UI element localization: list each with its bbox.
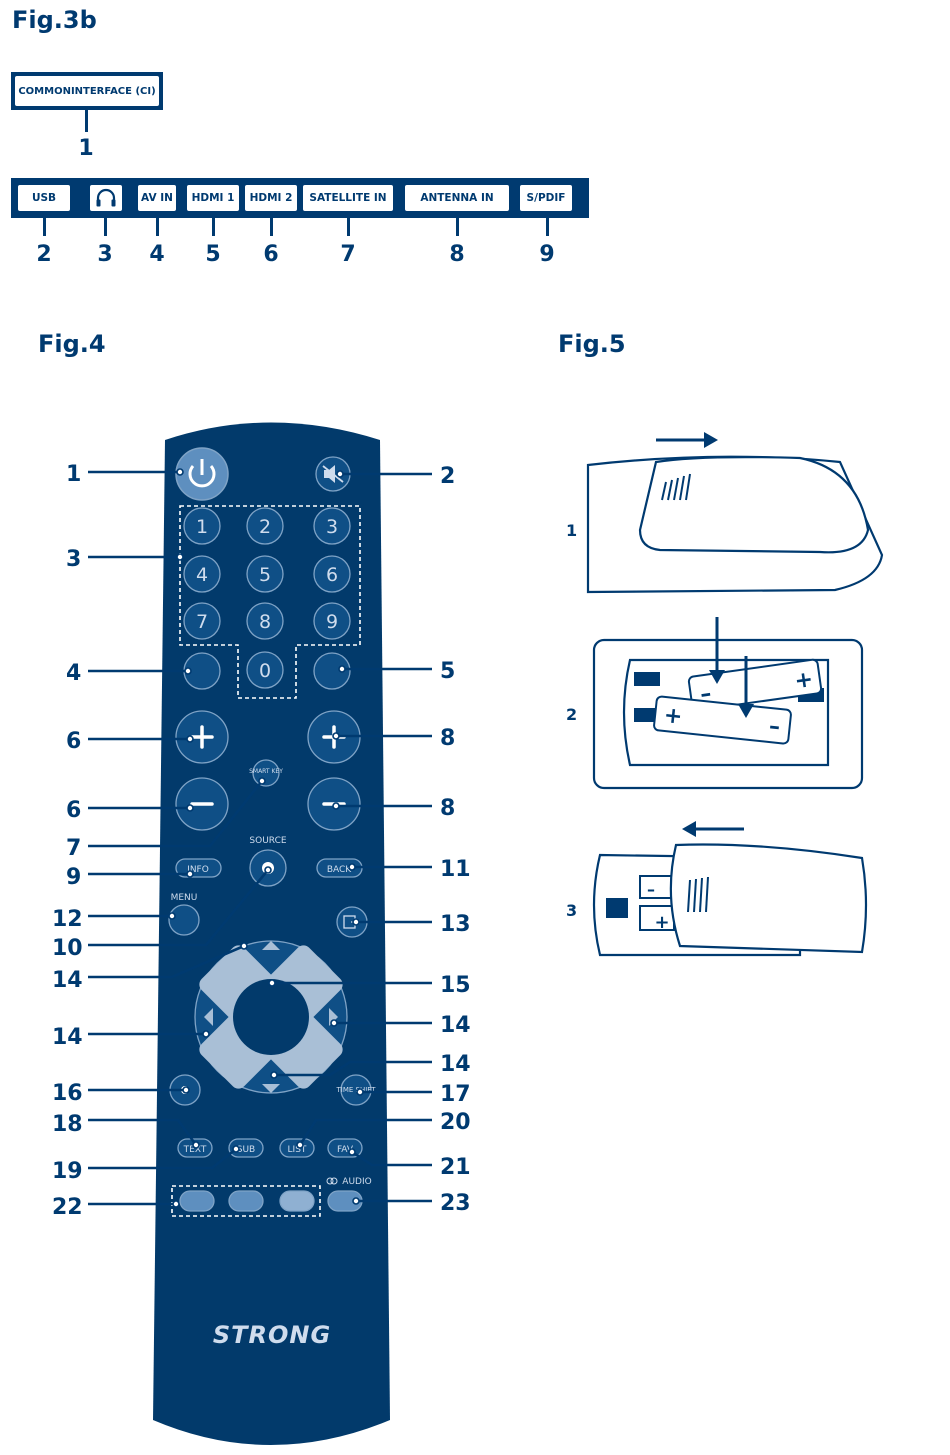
callout-number: 6 [66, 798, 81, 823]
callout-number: 19 [52, 1159, 83, 1184]
spdif-port-label: S/PDIF [520, 185, 572, 211]
audio-label: AUDIO [342, 1177, 371, 1187]
hdmi2-port-label: HDMI 2 [245, 185, 297, 211]
ci-number: 1 [71, 136, 101, 161]
fig4-title: Fig.4 [38, 330, 106, 358]
callout-number: 14 [440, 1052, 471, 1077]
port-number: 2 [29, 242, 59, 267]
port-connector [43, 214, 46, 236]
satellite-in-port-label: SATELLITE IN [303, 185, 393, 211]
callout-number: 15 [440, 973, 471, 998]
battery-contact [606, 898, 628, 918]
callout-number: 14 [440, 1013, 471, 1038]
svg-text:+: + [663, 703, 684, 730]
callout-number: 1 [66, 462, 81, 487]
color-key-yellow-button[interactable] [280, 1191, 314, 1211]
port-connector [546, 214, 549, 236]
ci-slot-label: COMMONINTERFACE (CI) [15, 76, 159, 106]
av-in-port-label: AV IN [138, 185, 176, 211]
callout-number: 14 [52, 1025, 83, 1050]
svg-text:+: + [793, 667, 815, 694]
callout-number: 17 [440, 1082, 471, 1107]
digit-2-label: 2 [259, 516, 271, 538]
step-number: 1 [566, 521, 577, 540]
port-number: 7 [333, 242, 363, 267]
digit-6-label: 6 [326, 564, 338, 586]
callout-number: 9 [66, 865, 81, 890]
step-number: 2 [566, 705, 577, 724]
battery-partial [640, 876, 674, 898]
step-number: 3 [566, 901, 577, 920]
callout-number: 8 [440, 726, 455, 751]
digit-8-label: 8 [259, 611, 271, 633]
brand-logo: STRONG [213, 1321, 331, 1349]
callout-number: 8 [440, 796, 455, 821]
callout-number: 18 [52, 1112, 83, 1137]
ci-connector [85, 110, 88, 132]
remote-control-figure: .btn { fill:#0f4f86; stroke:#7fa3c6; str… [0, 400, 520, 1455]
smart-key-label: SMART KEY [249, 768, 283, 775]
callout-number: 11 [440, 857, 471, 882]
fig3b-title: Fig.3b [12, 6, 97, 34]
callout-number: 14 [52, 968, 83, 993]
digit-7-label: 7 [196, 611, 208, 633]
source-label: SOURCE [249, 836, 286, 846]
callout-number: 10 [52, 936, 83, 961]
callout-number: 2 [440, 464, 455, 489]
port-connector [104, 214, 107, 236]
port-number: 8 [442, 242, 472, 267]
callout-number: 7 [66, 836, 81, 861]
antenna-in-port-label: ANTENNA IN [405, 185, 509, 211]
headphone-port [90, 185, 122, 211]
port-connector [212, 214, 215, 236]
digit-9-label: 9 [326, 611, 338, 633]
callout-number: 5 [440, 659, 455, 684]
svg-text:–: – [647, 880, 655, 899]
callout-number: 13 [440, 912, 471, 937]
callout-number: 23 [440, 1191, 471, 1216]
svg-text:+: + [654, 912, 669, 933]
callout-number: 4 [66, 661, 81, 686]
color-key-green-button[interactable] [229, 1191, 263, 1211]
headphones-icon [95, 188, 117, 208]
port-connector [456, 214, 459, 236]
digit-4-label: 4 [196, 564, 208, 586]
ok-button[interactable] [233, 979, 309, 1055]
digit-1-label: 1 [196, 516, 208, 538]
digit-3-label: 3 [326, 516, 338, 538]
color-key-red-button[interactable] [180, 1191, 214, 1211]
port-number: 4 [142, 242, 172, 267]
port-number: 6 [256, 242, 286, 267]
battery-installation-figure: .ol { fill:#ffffff; stroke:#003a70; stro… [540, 400, 940, 980]
fig5-title: Fig.5 [558, 330, 626, 358]
battery-contact [634, 672, 660, 686]
ci-panel: COMMONINTERFACE (CI) [11, 72, 163, 110]
port-number: 3 [90, 242, 120, 267]
callout-number: 16 [52, 1081, 83, 1106]
usb-port-label: USB [18, 185, 70, 211]
callout-number: 3 [66, 547, 81, 572]
callout-number: 22 [52, 1195, 83, 1220]
digit-0-label: 0 [259, 660, 271, 682]
hdmi1-port-label: HDMI 1 [187, 185, 239, 211]
menu-label: MENU [171, 893, 198, 903]
port-number: 5 [198, 242, 228, 267]
port-connector [347, 214, 350, 236]
callout-number: 21 [440, 1155, 471, 1180]
callout-number: 6 [66, 729, 81, 754]
port-number: 9 [532, 242, 562, 267]
menu-button[interactable] [169, 905, 199, 935]
callout-number: 12 [52, 907, 83, 932]
arrow-head-icon [704, 432, 718, 448]
arrow-head-icon [682, 821, 696, 837]
battery-cover-closed [588, 457, 882, 592]
digit-5-label: 5 [259, 564, 271, 586]
port-connector [156, 214, 159, 236]
callout-number: 20 [440, 1110, 471, 1135]
port-connector [270, 214, 273, 236]
